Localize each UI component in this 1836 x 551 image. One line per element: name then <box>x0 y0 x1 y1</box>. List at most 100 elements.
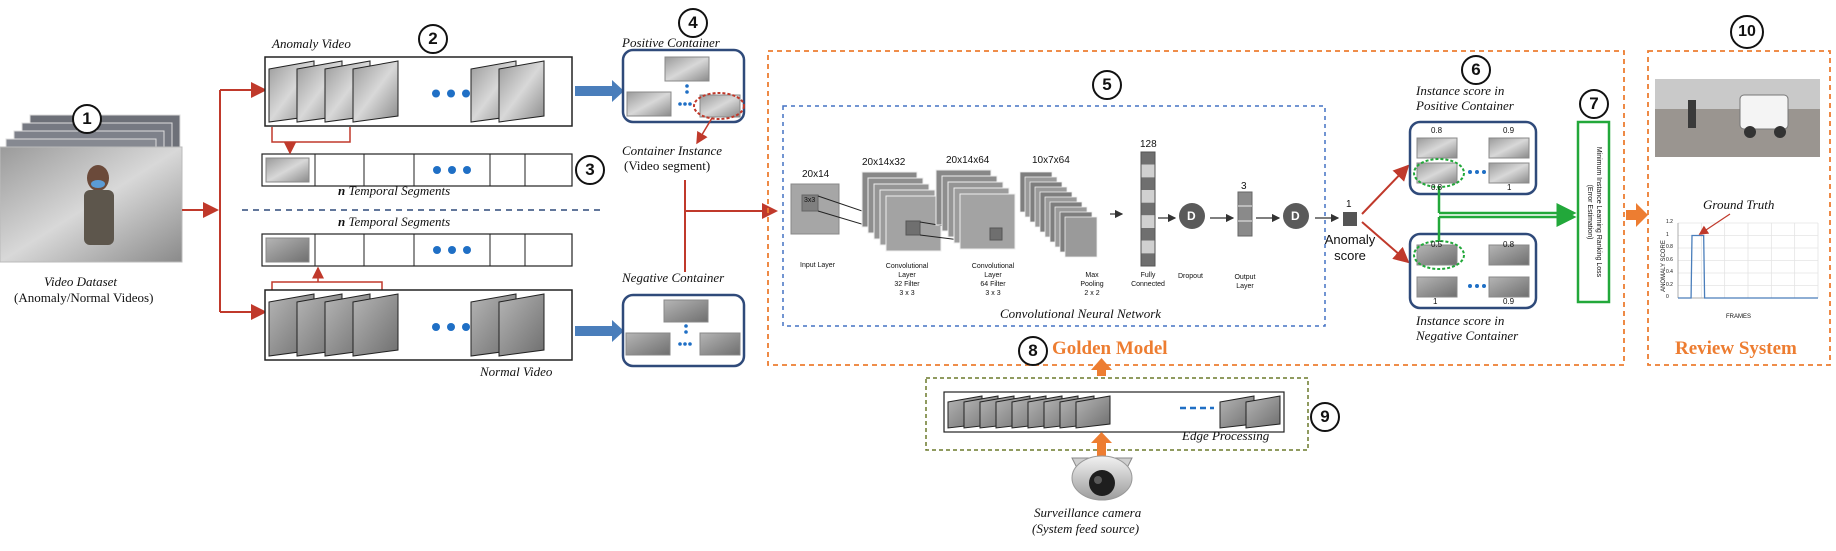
fc-unit <box>1141 152 1155 165</box>
marker-6: 6 <box>1461 55 1491 85</box>
cnn-input-kernel: 3x3 <box>804 197 816 204</box>
segments-n: n <box>338 214 346 229</box>
fc-unit <box>1141 202 1155 216</box>
marker-3: 3 <box>575 155 605 185</box>
y-tick-label: 1.2 <box>1666 219 1673 225</box>
anomaly-score-label: Anomaly score <box>1320 232 1380 264</box>
cnn-pool-caption: Max Pooling 2 x 2 <box>1074 271 1110 298</box>
ranking-loss-line: Minimum Instance Learning Ranking Loss <box>1595 146 1602 278</box>
ranking-loss-label: Minimum Instance Learning Ranking Loss (… <box>1585 147 1603 277</box>
positive-score-container <box>1408 120 1538 196</box>
marker-8: 8 <box>1018 336 1048 366</box>
y-tick-label: 1 <box>1666 231 1669 238</box>
containers-to-cnn-arrow <box>684 180 778 272</box>
cnn-caption-line: 3 x 3 <box>985 290 1001 297</box>
temporal-segments-top <box>261 127 573 187</box>
anomaly-video-strip <box>264 56 573 127</box>
marker-5: 5 <box>1092 70 1122 100</box>
positive-score: 0.8 <box>1431 183 1443 192</box>
cnn-caption-line: 32 Filter <box>894 281 920 288</box>
review-system-frame <box>1647 50 1831 366</box>
cnn-caption-line: Fully <box>1140 272 1156 279</box>
y-tick-label: 0 <box>1666 294 1669 300</box>
score-to-loss-arrows <box>1437 187 1577 241</box>
camera-feed-arrows <box>1091 358 1112 458</box>
normal-video-label: Normal Video <box>480 364 553 379</box>
ground-truth-line <box>1678 234 1818 299</box>
positive-container <box>621 48 746 145</box>
negative-score: 1 <box>1433 297 1438 306</box>
negative-score-container <box>1408 232 1538 310</box>
video-dataset-stack <box>0 114 183 263</box>
marker-4: 4 <box>678 8 708 38</box>
camera-sublabel: (System feed source) <box>1032 521 1140 536</box>
ellipsis-dot <box>447 323 455 331</box>
review-chart <box>1677 213 1819 299</box>
cnn-output-caption: Output Layer <box>1228 273 1262 291</box>
cnn-max-pooling <box>1019 171 1098 258</box>
fc-unit <box>1141 215 1155 228</box>
review-system-label: Review System <box>1675 338 1797 359</box>
marker-9: 9 <box>1310 402 1340 432</box>
edge-processing-label: Edge Processing <box>1182 428 1270 443</box>
anomaly-score-line: score <box>1334 248 1366 263</box>
container-instance-sublabel: (Video segment) <box>624 158 711 173</box>
surveillance-camera-icon <box>1071 455 1133 501</box>
dataset-label: Video Dataset <box>44 274 118 289</box>
marker-10: 10 <box>1730 15 1764 49</box>
score-split-arrows <box>1361 164 1410 264</box>
ellipsis-dot <box>447 89 455 98</box>
ellipsis-dot <box>462 89 470 98</box>
positive-scores-title-line: Positive Container <box>1416 98 1514 113</box>
fc-unit <box>1141 190 1155 203</box>
ranking-loss-box <box>1576 120 1611 304</box>
cnn-conv1-size: 20x14x32 <box>862 157 906 168</box>
container-instance-label: Container Instance <box>622 143 723 158</box>
cnn-caption-line: Max <box>1085 272 1099 279</box>
negative-score: 0.5 <box>1431 240 1443 249</box>
cnn-output-size: 3 <box>1241 181 1247 192</box>
cnn-input-layer <box>790 183 916 241</box>
review-chart-xlabel: FRAMES <box>1726 314 1752 320</box>
cnn-output-layer <box>1237 191 1253 237</box>
edge-processing-frame <box>925 377 1309 451</box>
fc-unit <box>1141 177 1155 190</box>
ellipsis-dot <box>432 89 440 98</box>
cnn-fully-connected <box>1140 151 1156 267</box>
anomaly-score-line: Anomaly <box>1324 232 1376 247</box>
cnn-caption-line: 64 Filter <box>980 281 1006 288</box>
cnn-flow-arrows <box>1110 209 1340 223</box>
fc-unit <box>1141 253 1155 266</box>
positive-score: 0.9 <box>1503 126 1515 135</box>
ellipsis-dot <box>462 323 470 331</box>
positive-scores-title: Instance score in Positive Container <box>1416 83 1514 113</box>
dropout-2-symbol: D <box>1291 209 1300 223</box>
cnn-dropout-2 <box>1283 203 1309 229</box>
edge-frame-strip <box>943 391 1285 433</box>
y-tick-label: 0.8 <box>1666 244 1673 250</box>
video-frame <box>352 293 399 357</box>
cnn-conv2-size: 20x14x64 <box>946 155 990 166</box>
cnn-input-caption: Input Layer <box>800 262 836 269</box>
cnn-caption-line: Connected <box>1131 281 1165 288</box>
cnn-caption: Convolutional Neural Network <box>1000 306 1162 321</box>
fc-outline <box>1140 151 1156 267</box>
negative-scores-title-line: Instance score in <box>1416 313 1505 328</box>
negative-container-title: Negative Container <box>622 270 725 285</box>
cnn-caption-line: Pooling <box>1080 281 1104 288</box>
anomaly-score-node <box>1343 212 1357 226</box>
cnn-caption-line: Layer <box>898 272 916 279</box>
ellipsis-dot <box>432 323 440 331</box>
cnn-conv2-caption: Convolutional Layer 64 Filter 3 x 3 <box>968 262 1018 298</box>
temporal-segments-bottom-label: n Temporal Segments <box>338 214 450 230</box>
cnn-caption-line: Output <box>1234 274 1256 281</box>
cnn-fc-size: 128 <box>1140 139 1157 150</box>
edge-frame <box>1245 395 1281 429</box>
negative-container <box>621 293 746 368</box>
dataset-split-arrows <box>182 82 267 320</box>
cnn-dropout-1 <box>1179 203 1205 229</box>
cnn-conv-layer-2 <box>935 169 1016 250</box>
negative-score: 0.9 <box>1503 297 1515 306</box>
fc-unit <box>1141 240 1155 254</box>
